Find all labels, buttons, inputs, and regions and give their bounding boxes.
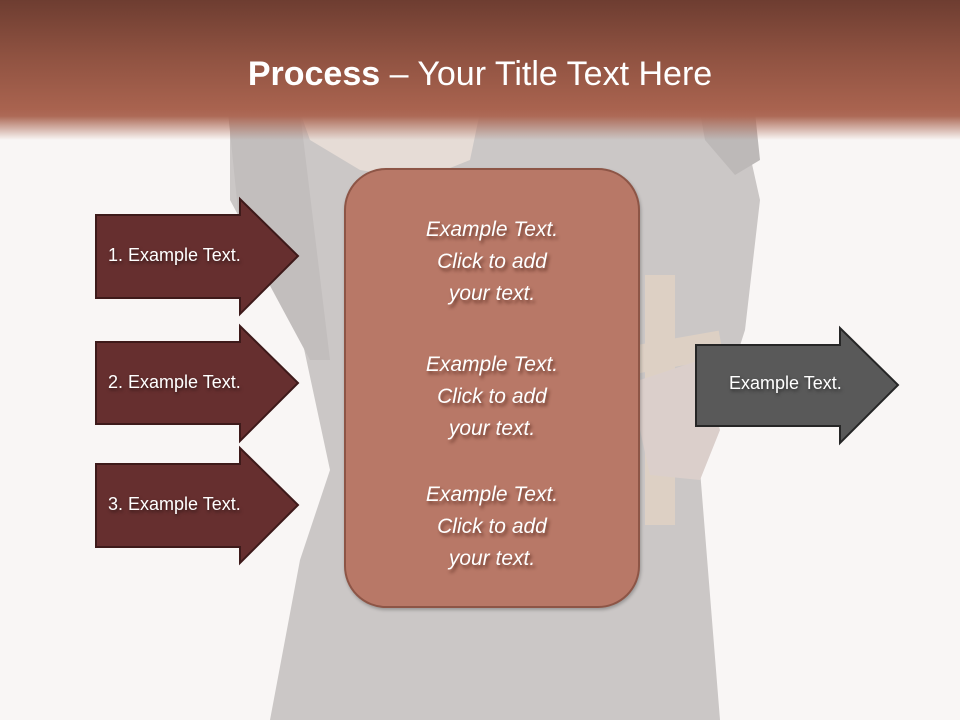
result-arrow-label: Example Text.: [729, 373, 842, 393]
result-arrow[interactable]: Example Text.: [695, 325, 900, 446]
process-arrow-1[interactable]: 1. Example Text.: [95, 196, 300, 317]
process-arrow-2[interactable]: 2. Example Text.: [95, 323, 300, 444]
center-paragraph-1: Example Text. Click to add your text.: [346, 214, 638, 310]
process-arrow-3[interactable]: 3. Example Text.: [95, 445, 300, 566]
paragraph-line: Click to add: [437, 250, 547, 273]
paragraph-line: your text.: [448, 282, 536, 305]
arrow-2-label: 2. Example Text.: [108, 372, 241, 392]
center-text-box[interactable]: Example Text. Click to add your text. Ex…: [344, 168, 640, 608]
arrow-right-icon: [95, 445, 300, 566]
paragraph-line: Click to add: [437, 385, 547, 408]
paragraph-line: your text.: [448, 547, 536, 570]
center-paragraph-3: Example Text. Click to add your text.: [346, 479, 638, 575]
title-bar: [0, 0, 960, 140]
arrow-right-icon: [695, 325, 900, 446]
paragraph-line: Example Text.: [425, 218, 559, 241]
slide-title[interactable]: Process – Your Title Text Here: [0, 52, 960, 96]
paragraph-line: Example Text.: [425, 483, 559, 506]
paragraph-line: Example Text.: [425, 353, 559, 376]
arrow-3-label: 3. Example Text.: [108, 494, 241, 514]
arrow-right-icon: [95, 196, 300, 317]
paragraph-line: Click to add: [437, 515, 547, 538]
title-bold-text: Process: [247, 55, 381, 93]
paragraph-line: your text.: [448, 417, 536, 440]
arrow-right-icon: [95, 323, 300, 444]
center-paragraph-2: Example Text. Click to add your text.: [346, 349, 638, 445]
title-rest-text: – Your Title Text Here: [380, 55, 713, 93]
arrow-1-label: 1. Example Text.: [108, 245, 241, 265]
